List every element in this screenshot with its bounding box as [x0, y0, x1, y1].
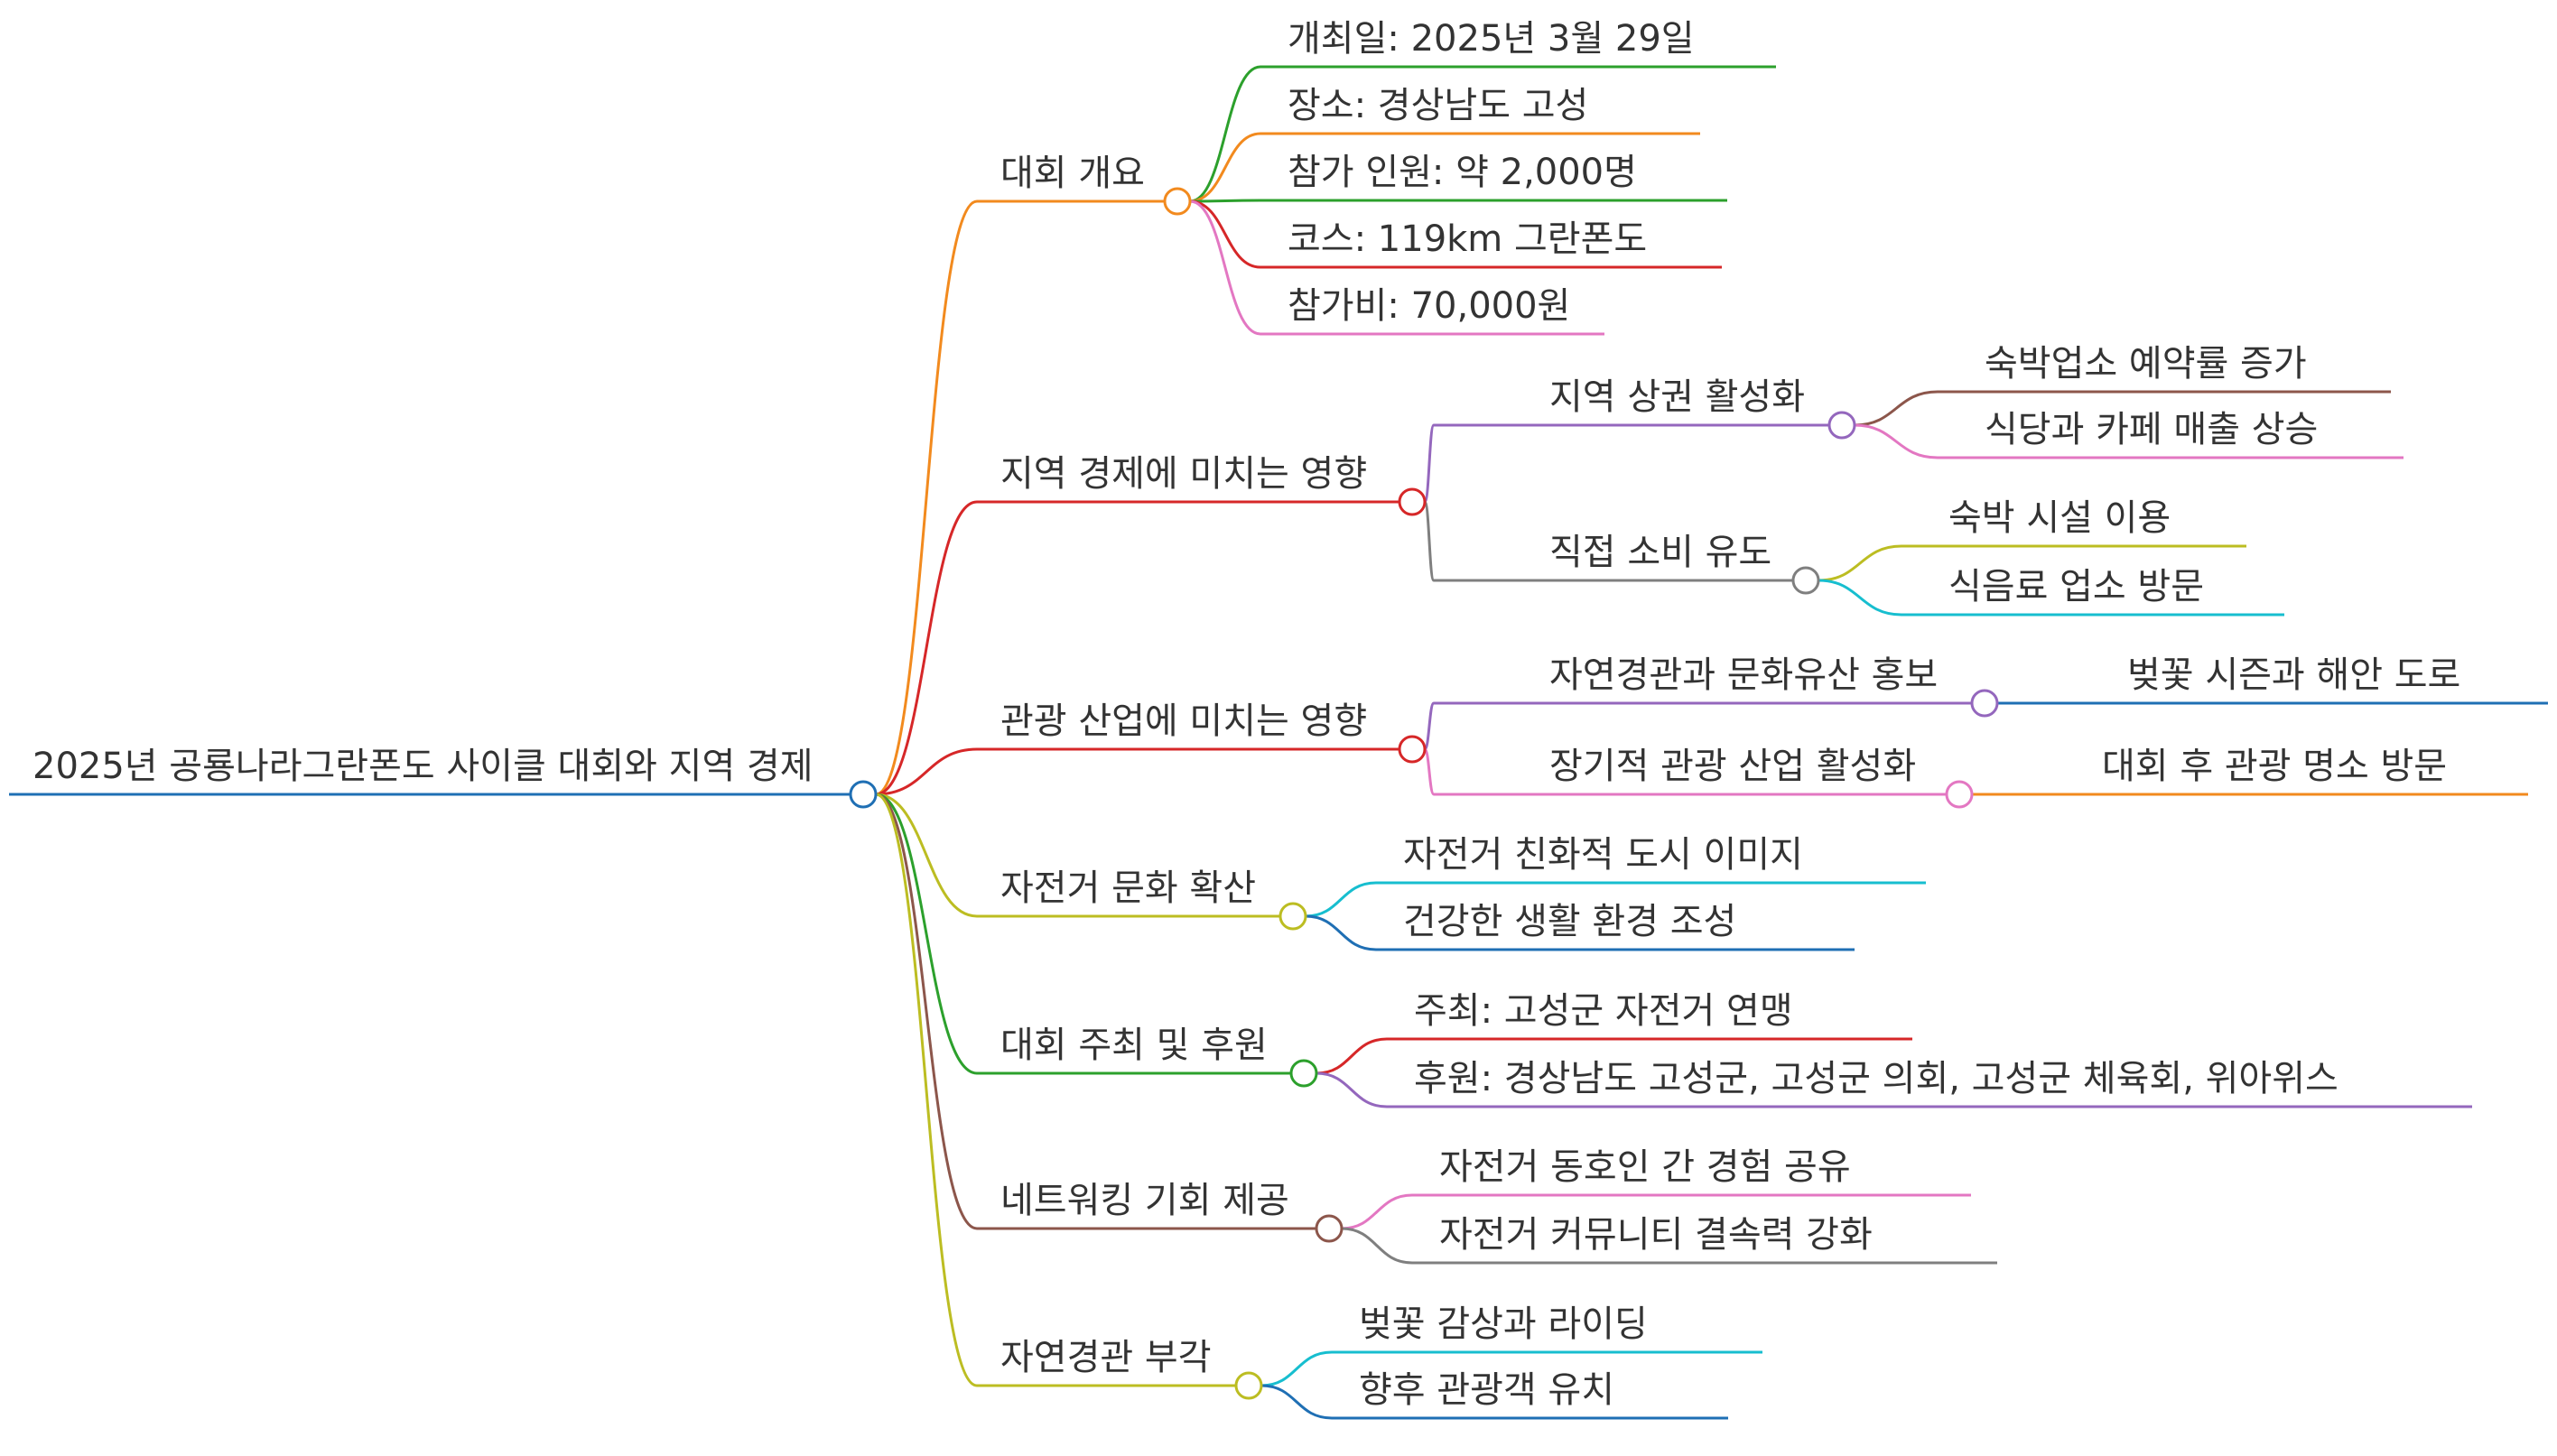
branch-connector [875, 793, 978, 1230]
child-connector [1260, 1384, 1333, 1420]
branch-connector [875, 747, 978, 796]
child-connector [1260, 1350, 1333, 1387]
child-connector [1189, 199, 1261, 203]
leaf-label: 숙박업소 예약률 증가 [1985, 343, 2307, 385]
leaf-label: 개최일: 2025년 3월 29일 [1288, 18, 1695, 60]
leaf-label: 숙박 시설 이용 [1948, 497, 2171, 539]
leaf-label: 장소: 경상남도 고성 [1288, 85, 1588, 126]
leaf-connector [1818, 544, 1902, 582]
child-connector [1423, 747, 1436, 796]
child-connector [1316, 1071, 1388, 1108]
child-node-circle [1791, 566, 1820, 595]
branch-node-circle [1398, 735, 1427, 764]
child-connector [1189, 65, 1261, 203]
child-label: 지역 상권 활성화 [1549, 376, 1805, 418]
child-connector [1341, 1193, 1413, 1230]
branch-node-circle [1289, 1059, 1318, 1088]
branch-connector [875, 199, 978, 796]
branch-label-local-economy: 지역 경제에 미치는 영향 [1000, 453, 1367, 495]
child-connector [1189, 199, 1261, 336]
branch-node-circle [1398, 487, 1427, 516]
leaf-label: 건강한 생활 환경 조성 [1403, 901, 1736, 942]
branch-node-circle [1315, 1214, 1344, 1243]
branch-label-scenery: 자연경관 부각 [1000, 1337, 1212, 1378]
branch-connector [875, 500, 978, 796]
branch-node-circle [1278, 902, 1307, 931]
leaf-label: 코스: 119km 그란폰도 [1288, 218, 1647, 260]
leaf-label: 자전거 커뮤니티 결속력 강화 [1439, 1214, 1873, 1256]
leaf-label: 벚꽃 시즌과 해안 도로 [2127, 654, 2460, 696]
branch-node-circle [1234, 1371, 1263, 1400]
mindmap-nodes: 2025년 공룡나라그란폰도 사이클 대회와 지역 경제 대회 개요 개최일: 20… [33, 18, 2460, 1411]
root-node-circle [849, 780, 878, 809]
branch-label-bike-culture: 자전거 문화 확산 [1000, 867, 1256, 909]
child-label: 자연경관과 문화유산 홍보 [1549, 654, 1938, 696]
branch-node-circle [1163, 187, 1192, 216]
branch-label-hosting: 대회 주최 및 후원 [1000, 1025, 1268, 1066]
leaf-label: 참가 인원: 약 2,000명 [1288, 152, 1637, 193]
leaf-label: 참가비: 70,000원 [1288, 285, 1570, 327]
leaf-label: 대회 후 관광 명소 방문 [2102, 746, 2447, 787]
leaf-label: 후원: 경상남도 고성군, 고성군 의회, 고성군 체육회, 위아위스 [1414, 1058, 2338, 1099]
child-connector [1189, 199, 1261, 269]
child-connector [1423, 701, 1436, 751]
child-connector [1305, 914, 1377, 951]
child-connector [1423, 500, 1436, 582]
leaf-label: 식당과 카페 매출 상승 [1985, 409, 2318, 450]
branch-label-networking: 네트워킹 기회 제공 [1000, 1180, 1289, 1221]
branch-label-tourism: 관광 산업에 미치는 영향 [1000, 700, 1367, 742]
leaf-label: 식음료 업소 방문 [1948, 566, 2204, 607]
child-node-circle [1827, 411, 1856, 440]
root-node-label: 2025년 공룡나라그란폰도 사이클 대회와 지역 경제 [33, 746, 814, 787]
child-label: 직접 소비 유도 [1549, 532, 1771, 573]
leaf-label: 주최: 고성군 자전거 연맹 [1414, 990, 1793, 1032]
child-node-circle [1970, 689, 1999, 718]
leaf-label: 자전거 동호인 간 경험 공유 [1439, 1146, 1851, 1188]
branch-connector [875, 793, 978, 1075]
leaf-label: 향후 관광객 유치 [1359, 1369, 1614, 1411]
leaf-label: 자전거 친화적 도시 이미지 [1403, 834, 1803, 876]
branch-connector [875, 793, 978, 1387]
mindmap-edges [9, 65, 2548, 1420]
leaf-connector [1854, 423, 1939, 459]
child-connector [1341, 1227, 1413, 1265]
child-node-circle [1945, 780, 1974, 809]
leaf-connector [1854, 390, 1939, 427]
child-connector [1305, 881, 1377, 918]
child-connector [1423, 423, 1436, 504]
branch-label-overview: 대회 개요 [1000, 153, 1145, 194]
leaf-label: 벚꽃 감상과 라이딩 [1359, 1303, 1648, 1345]
child-connector [1316, 1037, 1388, 1075]
branch-connector [875, 793, 978, 918]
child-label: 장기적 관광 산업 활성화 [1549, 746, 1916, 787]
child-connector [1189, 132, 1261, 203]
leaf-connector [1818, 579, 1902, 617]
